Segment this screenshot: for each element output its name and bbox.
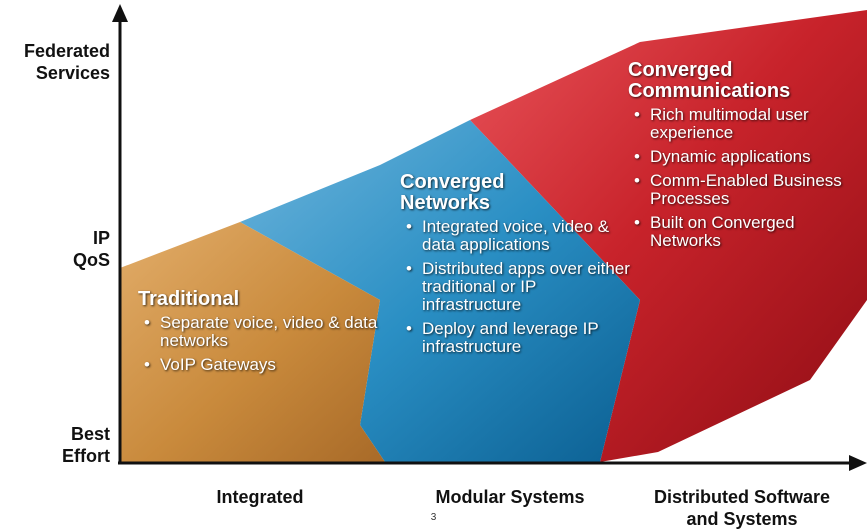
bullet-item: • Separate voice, video & data networks	[138, 314, 378, 350]
bullet-text: Rich multimodal user experience	[650, 105, 809, 142]
stage-shape-converged-communications	[470, 10, 867, 462]
bullet-item: • Distributed apps over either traditiona…	[400, 260, 630, 314]
bullet-glyph: •	[406, 217, 412, 236]
bullet-text: Comm-Enabled Business Processes	[650, 171, 842, 208]
bullet-text: Integrated voice, video & data applicati…	[422, 217, 610, 254]
x-axis-arrowhead	[849, 455, 867, 471]
bullet-list: • Integrated voice, video & data applicat…	[400, 218, 630, 356]
bullet-item: • Integrated voice, video & data applicat…	[400, 218, 630, 254]
bullet-text: Dynamic applications	[650, 147, 811, 166]
y-axis-arrowhead	[112, 4, 128, 22]
bullet-text: VoIP Gateways	[160, 355, 276, 374]
bullet-item: • Built on Converged Networks	[628, 214, 858, 250]
y-label-best-effort: Best Effort	[62, 424, 110, 466]
bullet-glyph: •	[144, 355, 150, 374]
page-number: 3	[430, 512, 437, 523]
bullet-text: Deploy and leverage IP infrastructure	[422, 319, 599, 356]
stage-shape-converged-networks	[240, 120, 640, 462]
x-label-distributed-software: Distributed Software and Systems	[653, 487, 831, 529]
bullet-glyph: •	[406, 319, 412, 338]
bullet-glyph: •	[634, 171, 640, 190]
stage-title: Converged Networks	[400, 171, 505, 214]
bullet-glyph: •	[406, 259, 412, 278]
bullet-list: • Separate voice, video & data networks •…	[138, 314, 378, 374]
bullet-item: • Deploy and leverage IP infrastructure	[400, 320, 630, 356]
x-label-modular-systems: Modular Systems	[435, 487, 585, 507]
bullet-text: Distributed apps over either traditional…	[422, 259, 630, 314]
stage-title: Converged Communications	[628, 59, 791, 102]
stage-traditional: Traditional • Separate voice, video & dat…	[138, 289, 378, 380]
bullet-glyph: •	[144, 313, 150, 332]
x-label-integrated: Integrated	[216, 487, 304, 507]
bullet-item: • VoIP Gateways	[138, 356, 378, 374]
stage-converged-communications: Converged Communications • Rich multimoda…	[628, 60, 858, 256]
bullet-item: • Dynamic applications	[628, 148, 858, 166]
bullet-text: Built on Converged Networks	[650, 213, 795, 250]
stage-title: Traditional	[138, 288, 240, 310]
bullet-glyph: •	[634, 147, 640, 166]
bullet-text: Separate voice, video & data networks	[160, 313, 378, 350]
bullet-glyph: •	[634, 213, 640, 232]
stage-shape-traditional	[120, 222, 385, 462]
y-label-ip-qos: IP QoS	[72, 228, 110, 270]
bullet-glyph: •	[634, 105, 640, 124]
bullet-item: • Comm-Enabled Business Processes	[628, 172, 858, 208]
stage-converged-networks: Converged Networks • Integrated voice, vi…	[400, 172, 630, 362]
bullet-list: • Rich multimodal user experience • Dynami…	[628, 106, 858, 250]
bullet-item: • Rich multimodal user experience	[628, 106, 858, 142]
y-label-federated-services: Federated Services	[23, 41, 110, 83]
